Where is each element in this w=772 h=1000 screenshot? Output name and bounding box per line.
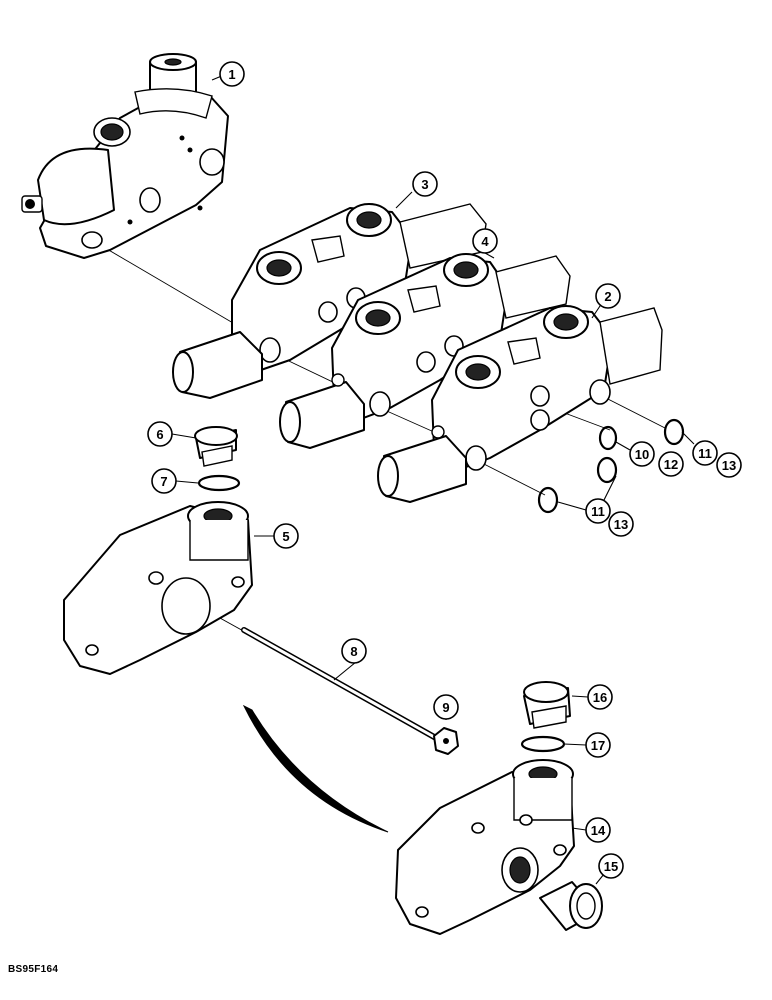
o-ring-part-11-middle <box>596 456 618 484</box>
svg-text:5: 5 <box>282 529 289 544</box>
svg-text:11: 11 <box>698 446 712 461</box>
callout-15: 15 <box>598 853 624 879</box>
callout-16: 16 <box>587 684 613 710</box>
svg-text:4: 4 <box>481 234 489 249</box>
callout-11-upper: 11 <box>692 440 718 466</box>
callout-2: 2 <box>595 283 621 309</box>
callout-1: 1 <box>219 61 245 87</box>
callout-9: 9 <box>433 694 459 720</box>
svg-text:12: 12 <box>664 457 678 472</box>
svg-text:13: 13 <box>722 458 736 473</box>
plug-part-16 <box>523 681 571 729</box>
plug-part-6 <box>194 426 238 467</box>
o-ring-part-11-upper <box>663 418 685 446</box>
svg-text:7: 7 <box>160 474 167 489</box>
svg-text:1: 1 <box>228 67 235 82</box>
svg-text:14: 14 <box>591 823 606 838</box>
callout-3: 3 <box>412 171 438 197</box>
o-ring-part-17 <box>520 735 566 753</box>
svg-text:3: 3 <box>421 177 428 192</box>
callout-5: 5 <box>273 523 299 549</box>
callout-13-upper: 13 <box>716 452 742 478</box>
cap-part-15 <box>539 881 603 931</box>
nut-part-9 <box>433 727 459 755</box>
svg-text:6: 6 <box>156 427 163 442</box>
callout-14: 14 <box>585 817 611 843</box>
inlet-section-part-1 <box>21 53 229 259</box>
svg-text:10: 10 <box>635 447 649 462</box>
svg-text:11: 11 <box>591 504 605 519</box>
o-ring-part-7 <box>197 474 241 492</box>
callout-11-lower: 11 <box>585 498 611 524</box>
callout-8: 8 <box>341 638 367 664</box>
o-ring-part-10 <box>598 425 618 451</box>
control-section-part-3 <box>172 203 487 399</box>
callout-7: 7 <box>151 468 177 494</box>
o-ring-part-11-lower <box>537 486 559 514</box>
tie-rod-part-8 <box>241 627 439 741</box>
callout-13-lower: 13 <box>608 511 634 537</box>
transition-arrow <box>242 704 389 833</box>
svg-text:2: 2 <box>604 289 611 304</box>
outlet-end-cover-part-5 <box>63 501 253 675</box>
control-section-part-2 <box>377 305 663 503</box>
callout-10: 10 <box>629 441 655 467</box>
svg-text:13: 13 <box>614 517 628 532</box>
callout-6: 6 <box>147 421 173 447</box>
svg-text:17: 17 <box>591 738 605 753</box>
svg-text:9: 9 <box>442 700 449 715</box>
svg-text:16: 16 <box>593 690 607 705</box>
callout-17: 17 <box>585 732 611 758</box>
callout-12: 12 <box>658 451 684 477</box>
svg-text:15: 15 <box>604 859 618 874</box>
outlet-end-cover-part-14 <box>395 759 575 935</box>
figure-code: BS95F164 <box>8 964 59 975</box>
svg-text:8: 8 <box>350 644 357 659</box>
callout-4: 4 <box>472 228 498 254</box>
